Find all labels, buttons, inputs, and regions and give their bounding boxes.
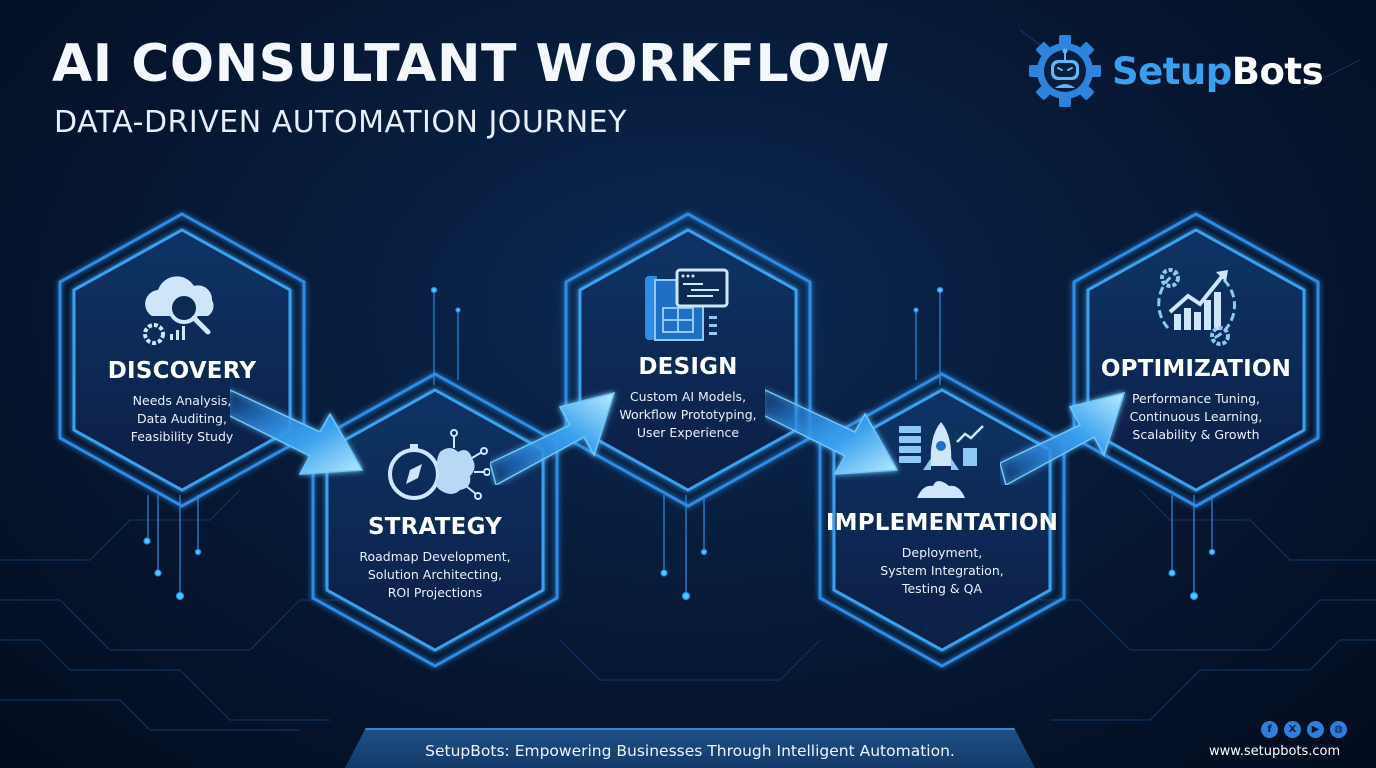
social-links: f X ▶ ◍	[1261, 721, 1347, 738]
step-title: OPTIMIZATION	[1100, 356, 1292, 382]
step-title: IMPLEMENTATION	[825, 510, 1059, 536]
step-title: DESIGN	[638, 354, 738, 380]
website-link[interactable]: www.setupbots.com	[1209, 744, 1341, 759]
step-optimization: OPTIMIZATION Performance Tuning, Continu…	[1066, 210, 1326, 510]
tagline-text: SetupBots: Empowering Businesses Through…	[425, 742, 955, 760]
facebook-icon[interactable]: f	[1261, 721, 1278, 738]
growth-chart-cycle-icon	[1157, 268, 1237, 346]
step-description: Performance Tuning, Continuous Learning,…	[1129, 391, 1263, 442]
step-title: DISCOVERY	[107, 358, 257, 384]
x-icon[interactable]: X	[1284, 721, 1301, 738]
step-design: DESIGN Custom AI Models, Workflow Protot…	[558, 210, 818, 510]
hexagon-frame	[1072, 212, 1320, 508]
brand-name: SetupBots	[1112, 49, 1324, 93]
tagline-banner: SetupBots: Empowering Businesses Through…	[345, 728, 1035, 768]
rocket-server-icon	[899, 422, 984, 498]
step-discovery: DISCOVERY Needs Analysis, Data Auditing,…	[52, 210, 312, 510]
compass-brain-icon	[388, 429, 490, 500]
cloud-magnifier-gear-icon	[143, 276, 214, 345]
blueprint-window-icon	[645, 268, 729, 341]
brand-logo: SetupBots	[1028, 34, 1324, 108]
step-description: Needs Analysis, Data Auditing, Feasibili…	[130, 393, 234, 444]
step-implementation: IMPLEMENTATION Deployment, System Integr…	[812, 370, 1072, 670]
step-description: Custom AI Models, Workflow Prototyping, …	[619, 389, 757, 440]
step-description: Roadmap Development, Solution Architecti…	[359, 549, 511, 600]
globe-icon[interactable]: ◍	[1330, 721, 1347, 738]
step-description: Deployment, System Integration, Testing …	[880, 545, 1004, 596]
page-title: AI CONSULTANT WORKFLOW	[52, 34, 890, 94]
step-strategy: STRATEGY Roadmap Development, Solution A…	[305, 370, 565, 670]
step-title: STRATEGY	[367, 514, 502, 540]
robot-gear-icon	[1029, 35, 1101, 107]
youtube-icon[interactable]: ▶	[1307, 721, 1324, 738]
hexagon-frame	[564, 212, 812, 508]
page-subtitle: DATA-DRIVEN AUTOMATION JOURNEY	[54, 105, 627, 140]
